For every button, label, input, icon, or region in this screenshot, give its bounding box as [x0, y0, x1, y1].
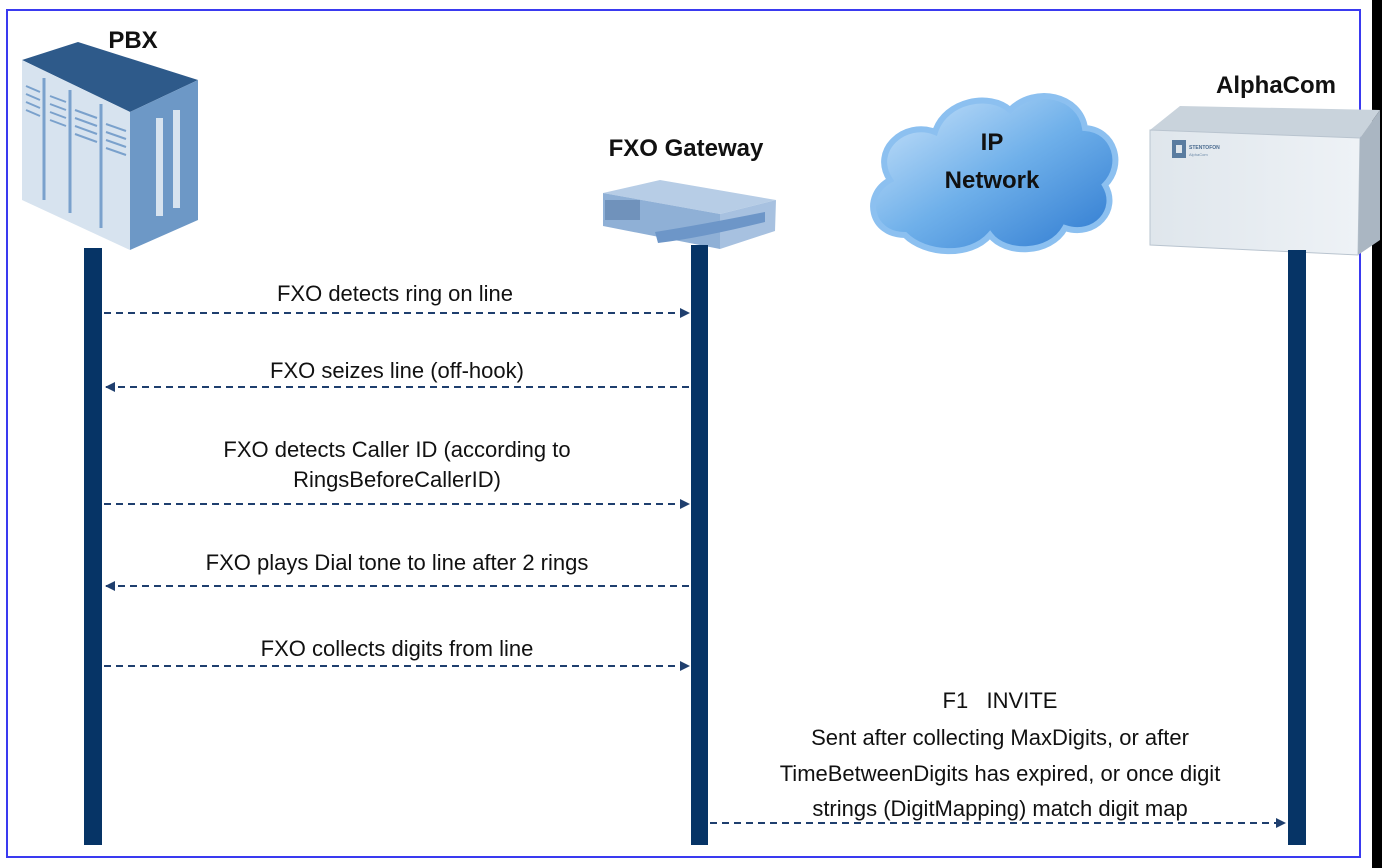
alphacom-label: AlphaCom: [1216, 72, 1336, 99]
network-label-line2: Network: [945, 167, 1040, 194]
message-label: FXO seizes line (off-hook): [270, 358, 524, 383]
message-4: FXO plays Dial tone to line after 2 ring…: [105, 550, 689, 591]
diagram-border: [6, 9, 1361, 858]
gateway-label: FXO Gateway: [609, 135, 764, 162]
message-label: F1 INVITE: [943, 688, 1058, 713]
message-3: FXO detects Caller ID (according to Ring…: [104, 437, 690, 509]
message-5: FXO collects digits from line: [104, 636, 690, 671]
message-6: F1 INVITE Sent after collecting MaxDigit…: [710, 688, 1286, 828]
pbx-cabinet-icon: [22, 42, 198, 250]
svg-text:AlphaCom: AlphaCom: [1189, 152, 1208, 157]
message-label: FXO plays Dial tone to line after 2 ring…: [206, 550, 589, 575]
pbx-label: PBX: [108, 27, 157, 54]
alphacom-lifeline: [1288, 250, 1306, 845]
pbx-lifeline: [84, 248, 102, 845]
alphacom-rack-icon: STENTOFON AlphaCom: [1149, 106, 1380, 256]
message-2: FXO seizes line (off-hook): [105, 358, 689, 392]
message-label: TimeBetweenDigits has expired, or once d…: [780, 761, 1221, 786]
message-label: FXO detects Caller ID (according to: [223, 437, 570, 462]
svg-text:STENTOFON: STENTOFON: [1189, 145, 1220, 151]
network-label-line1: IP: [981, 129, 1004, 156]
gateway-device-icon: [603, 180, 776, 249]
message-label: FXO collects digits from line: [261, 636, 534, 661]
message-1: FXO detects ring on line: [104, 281, 690, 318]
black-edge-strip: [1372, 0, 1382, 868]
message-label: RingsBeforeCallerID): [293, 467, 501, 492]
message-label: Sent after collecting MaxDigits, or afte…: [811, 725, 1189, 750]
message-label: strings (DigitMapping) match digit map: [812, 796, 1187, 821]
gateway-lifeline: [691, 245, 708, 845]
cloud-icon: [870, 93, 1119, 255]
message-label: FXO detects ring on line: [277, 281, 513, 306]
